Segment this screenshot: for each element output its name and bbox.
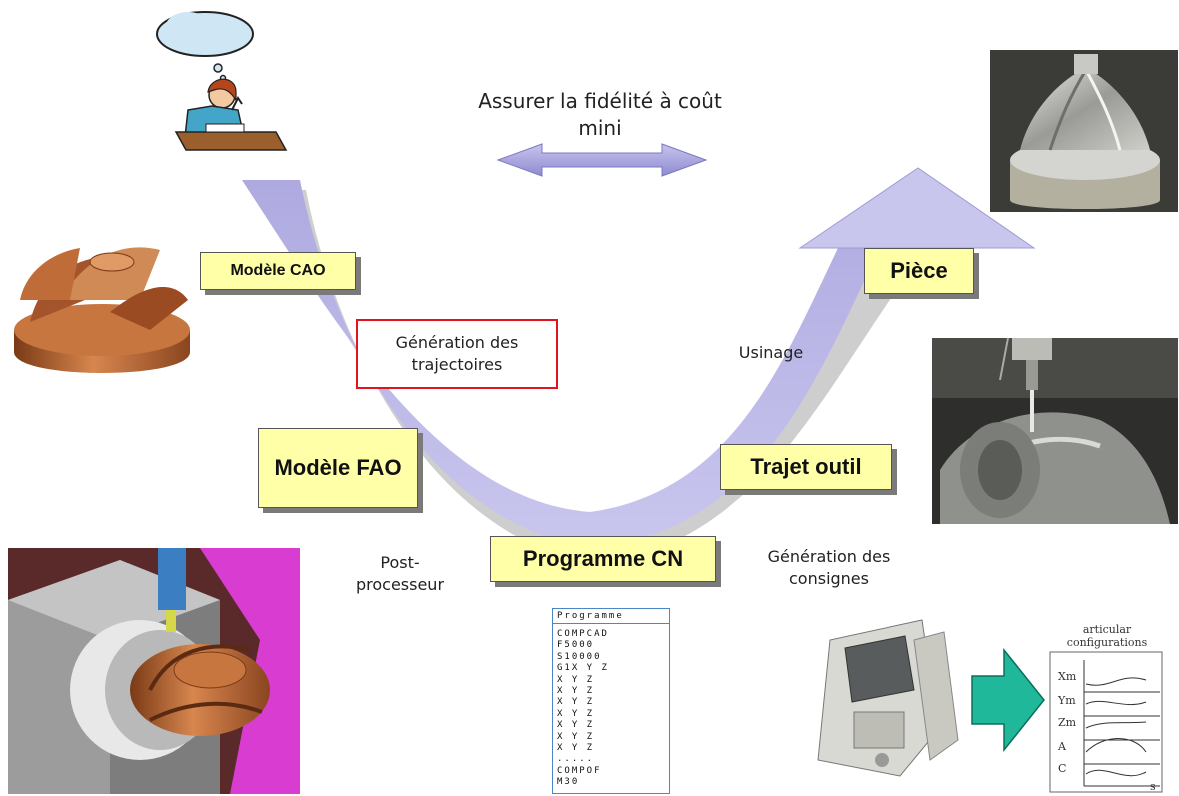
program-line: X Y Z	[557, 674, 595, 685]
fidelity-title: Assurer la fidélité à coût mini	[478, 89, 722, 140]
articular-axis-label: C	[1058, 762, 1067, 775]
box-modele-cao: Modèle CAO	[200, 252, 356, 290]
program-line: X Y Z	[557, 708, 595, 719]
double-arrow	[496, 143, 708, 177]
copper-impeller-image	[14, 247, 190, 373]
program-line: X Y Z	[557, 720, 595, 731]
box-piece: Pièce	[864, 248, 974, 294]
articular-axis-label: A	[1058, 740, 1066, 753]
articular-xlabel: s	[1150, 780, 1156, 793]
cam-simulation-image	[8, 548, 300, 794]
box-programme-cn: Programme CN	[490, 536, 716, 582]
articular-plot-frame	[1049, 651, 1163, 793]
program-line: G1X Y Z	[557, 663, 609, 674]
generation-trajectoires-label: Génération des trajectoires	[395, 333, 519, 374]
articular-axis-label: Zm	[1058, 716, 1077, 729]
thinking-person-icon	[156, 11, 288, 151]
program-line: COMPOF	[557, 765, 602, 776]
usinage-label: Usinage	[738, 343, 804, 362]
teal-arrow	[971, 647, 1045, 753]
program-line: S10000	[557, 651, 602, 662]
program-listing-header: Programme	[553, 609, 669, 624]
program-line: X Y Z	[557, 731, 595, 742]
program-line: F5000	[557, 640, 595, 651]
program-line: X Y Z	[557, 686, 595, 697]
generation-trajectoires-box: Génération des trajectoires	[356, 319, 558, 389]
articular-axis-label: Ym	[1058, 694, 1076, 707]
articular-axis-label: Xm	[1058, 670, 1077, 683]
box-modele-fao: Modèle FAO	[258, 428, 418, 508]
program-line: .....	[557, 754, 595, 765]
program-line: X Y Z	[557, 697, 595, 708]
generation-consignes-label: Génération des consignes	[767, 547, 891, 588]
post-processeur-label: Post- processeur	[355, 553, 445, 594]
program-line: M30	[557, 777, 580, 788]
box-trajet-outil: Trajet outil	[720, 444, 892, 490]
cnc-controller-image	[817, 619, 959, 777]
aluminium-part-photo	[990, 50, 1178, 212]
articular-title: articular configurations	[1066, 623, 1148, 649]
program-line: COMPCAD	[557, 629, 609, 639]
program-line: X Y Z	[557, 743, 595, 754]
machining-photo	[932, 337, 1178, 524]
